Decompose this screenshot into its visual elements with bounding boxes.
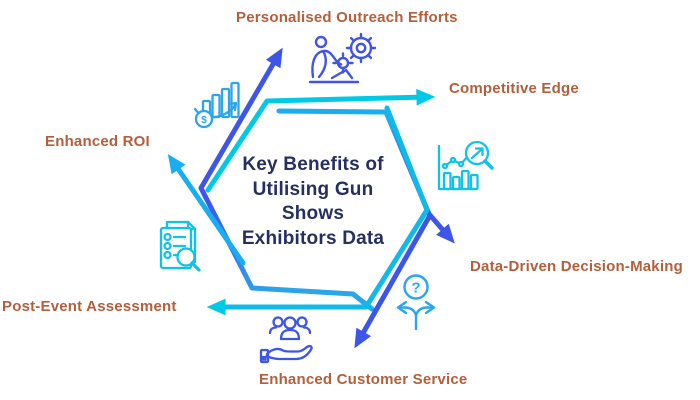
label-customer-service: Enhanced Customer Service — [259, 371, 468, 388]
label-data-driven: Data-Driven Decision-Making — [470, 258, 683, 275]
chart-magnifier-icon — [437, 140, 494, 191]
arrow-customer-service — [354, 214, 432, 349]
arrow-enhanced-roi — [167, 153, 246, 266]
label-personalised-outreach: Personalised Outreach Efforts — [236, 9, 458, 26]
title-line: Shows — [281, 203, 345, 225]
decision-paths-icon: ? — [396, 274, 436, 331]
diagram-title: Key Benefits of Utilising Gun Shows Exhi… — [220, 153, 406, 252]
arrow-competitive-edge — [205, 88, 436, 193]
person-gear-icon — [308, 32, 377, 84]
title-line: Utilising Gun — [252, 178, 374, 200]
title-line: Key Benefits of — [242, 154, 384, 175]
label-competitive-edge: Competitive Edge — [449, 80, 579, 97]
arrow-personalised-outreach — [198, 47, 375, 312]
arrow-post-event — [206, 105, 430, 316]
checklist-magnifier-icon — [159, 220, 201, 272]
title-line: Exhibitors Data — [241, 228, 385, 250]
dollar-glyph: $ — [201, 115, 207, 126]
label-post-event: Post-Event Assessment — [2, 298, 177, 315]
roi-growth-icon: $ — [193, 81, 240, 129]
label-enhanced-roi: Enhanced ROI — [45, 133, 150, 150]
hand-people-icon — [259, 316, 313, 364]
question-glyph: ? — [411, 280, 420, 297]
